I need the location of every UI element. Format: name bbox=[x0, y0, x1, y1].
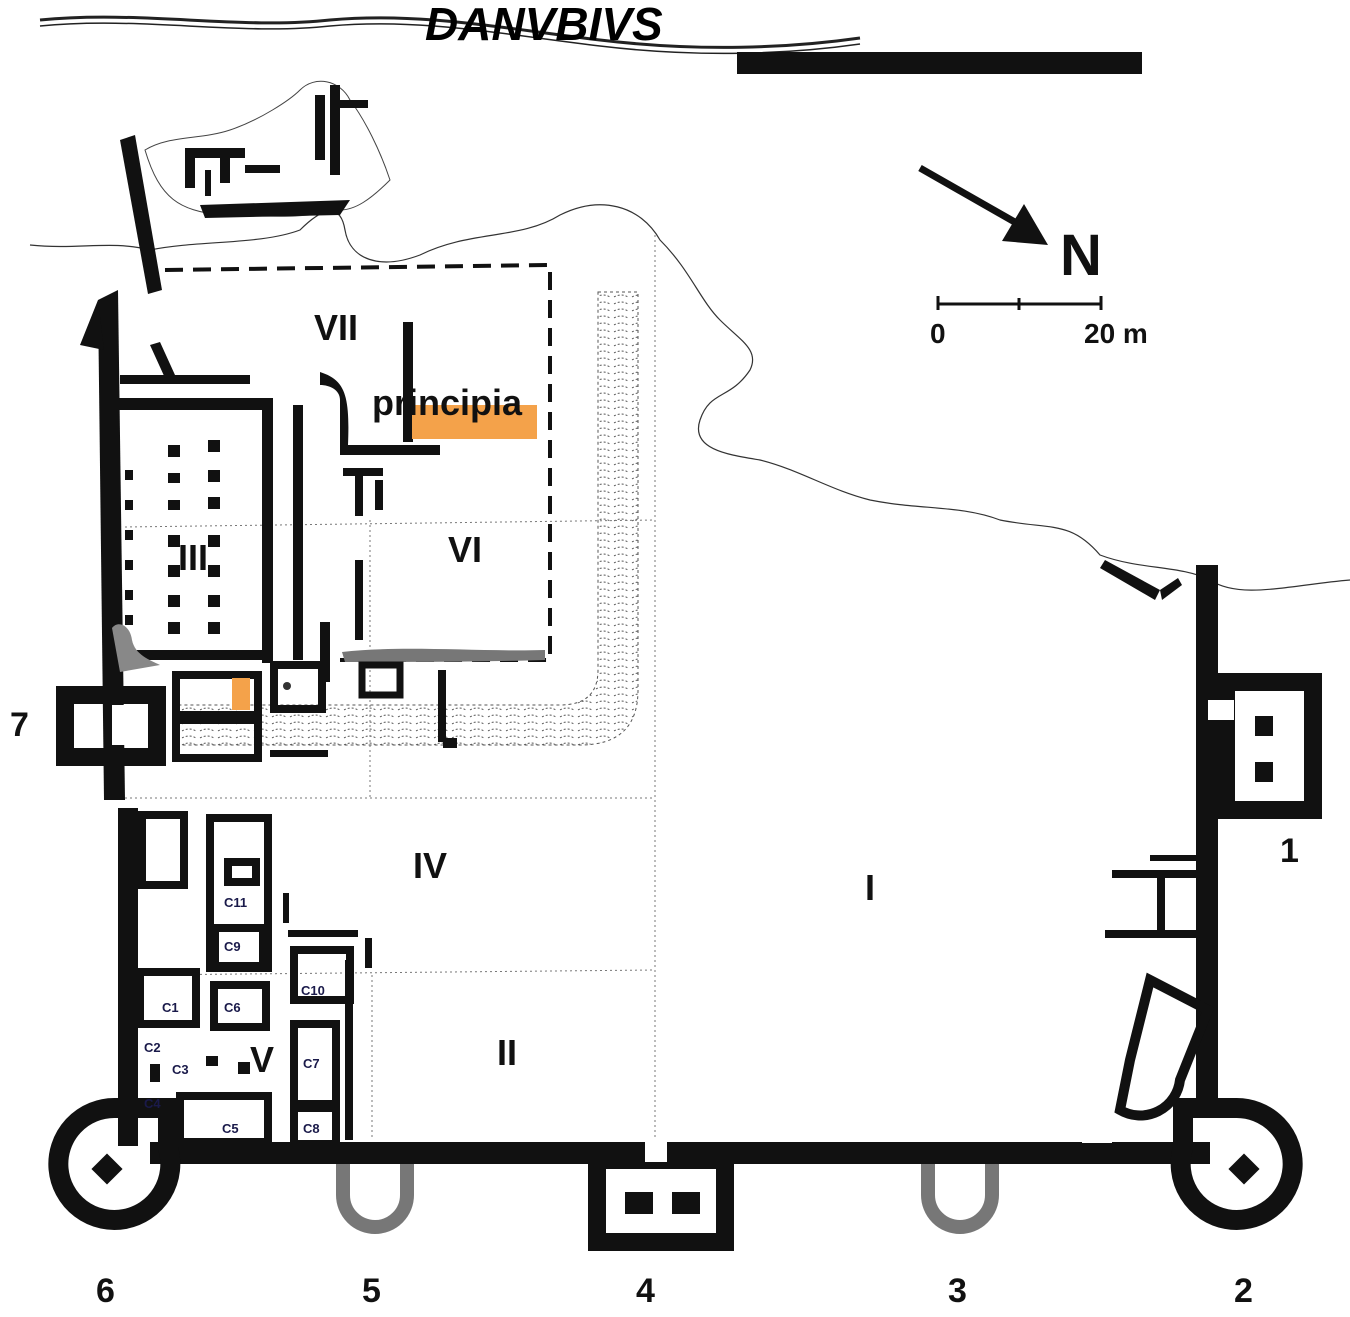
scale-bar: 0 20 m bbox=[930, 296, 1148, 349]
north-label: N bbox=[1060, 223, 1102, 288]
area-labels: I II III IV V VI VII principia bbox=[178, 307, 875, 1080]
area-label-V: V bbox=[250, 1039, 274, 1080]
room-label-c9: C9 bbox=[224, 939, 241, 954]
terrain-line bbox=[29, 204, 1350, 591]
principia-highlight bbox=[412, 405, 537, 439]
area-label-I: I bbox=[865, 867, 875, 908]
building-III bbox=[118, 342, 273, 663]
room-label-c11: C11 bbox=[224, 895, 247, 910]
building-V-fragments bbox=[150, 893, 372, 1140]
grey-feature-principia bbox=[342, 648, 545, 662]
gate-room-highlight bbox=[232, 678, 250, 710]
gate-labels: 1 2 3 4 5 6 7 bbox=[10, 706, 1299, 1310]
room-label-c8: C8 bbox=[303, 1121, 320, 1136]
area-label-II: II bbox=[497, 1032, 517, 1073]
u-tower-3 bbox=[921, 1164, 999, 1234]
area-label-III: III bbox=[178, 537, 208, 578]
scale-start: 0 bbox=[930, 318, 946, 349]
west-gate bbox=[56, 686, 166, 766]
room-label-c7: C7 bbox=[303, 1056, 320, 1071]
area-label-VII: VII bbox=[314, 307, 358, 348]
gate-label-4: 4 bbox=[636, 1272, 655, 1310]
south-gate bbox=[588, 1140, 734, 1251]
gate-label-6: 6 bbox=[96, 1272, 115, 1310]
danube-river: DANVBIVS bbox=[39, 0, 861, 55]
river-wall bbox=[737, 52, 1142, 74]
area-label-VI: VI bbox=[448, 529, 482, 570]
north-ruins bbox=[120, 85, 368, 294]
north-arrow-icon bbox=[1002, 204, 1048, 245]
gate-label-1: 1 bbox=[1280, 832, 1299, 870]
river-name: DANVBIVS bbox=[425, 0, 663, 50]
scale-end: 20 m bbox=[1084, 318, 1148, 349]
room-label-c6: C6 bbox=[224, 1000, 241, 1015]
gate-label-2: 2 bbox=[1234, 1272, 1253, 1310]
room-label-c2: C2 bbox=[144, 1040, 161, 1055]
gate-rooms bbox=[172, 661, 457, 762]
u-tower-5 bbox=[336, 1164, 414, 1234]
east-buildings bbox=[1082, 855, 1205, 1143]
gate-label-7: 7 bbox=[10, 706, 29, 744]
east-gate bbox=[1208, 673, 1322, 819]
apsidal-building bbox=[1114, 972, 1215, 1121]
paved-road bbox=[174, 291, 639, 746]
area-label-IV: IV bbox=[413, 845, 447, 886]
corner-tower-se bbox=[1170, 1097, 1303, 1230]
grey-feature-west bbox=[112, 624, 160, 672]
room-labels: C1 C2 C3 C4 C5 C6 C7 C8 C9 C10 C11 bbox=[144, 895, 325, 1136]
room-label-c10: C10 bbox=[301, 983, 325, 998]
principia-walls bbox=[293, 322, 440, 682]
principia-label: principia bbox=[372, 382, 523, 423]
gate-label-5: 5 bbox=[362, 1272, 381, 1310]
room-label-c1: C1 bbox=[162, 1000, 179, 1015]
compass: N bbox=[918, 164, 1102, 288]
divider-lines bbox=[124, 235, 656, 1140]
building-V bbox=[136, 811, 354, 1148]
room-label-c4: C4 bbox=[144, 1096, 161, 1111]
room-label-c3: C3 bbox=[172, 1062, 189, 1077]
gate-label-3: 3 bbox=[948, 1272, 967, 1310]
room-label-c5: C5 bbox=[222, 1121, 239, 1136]
